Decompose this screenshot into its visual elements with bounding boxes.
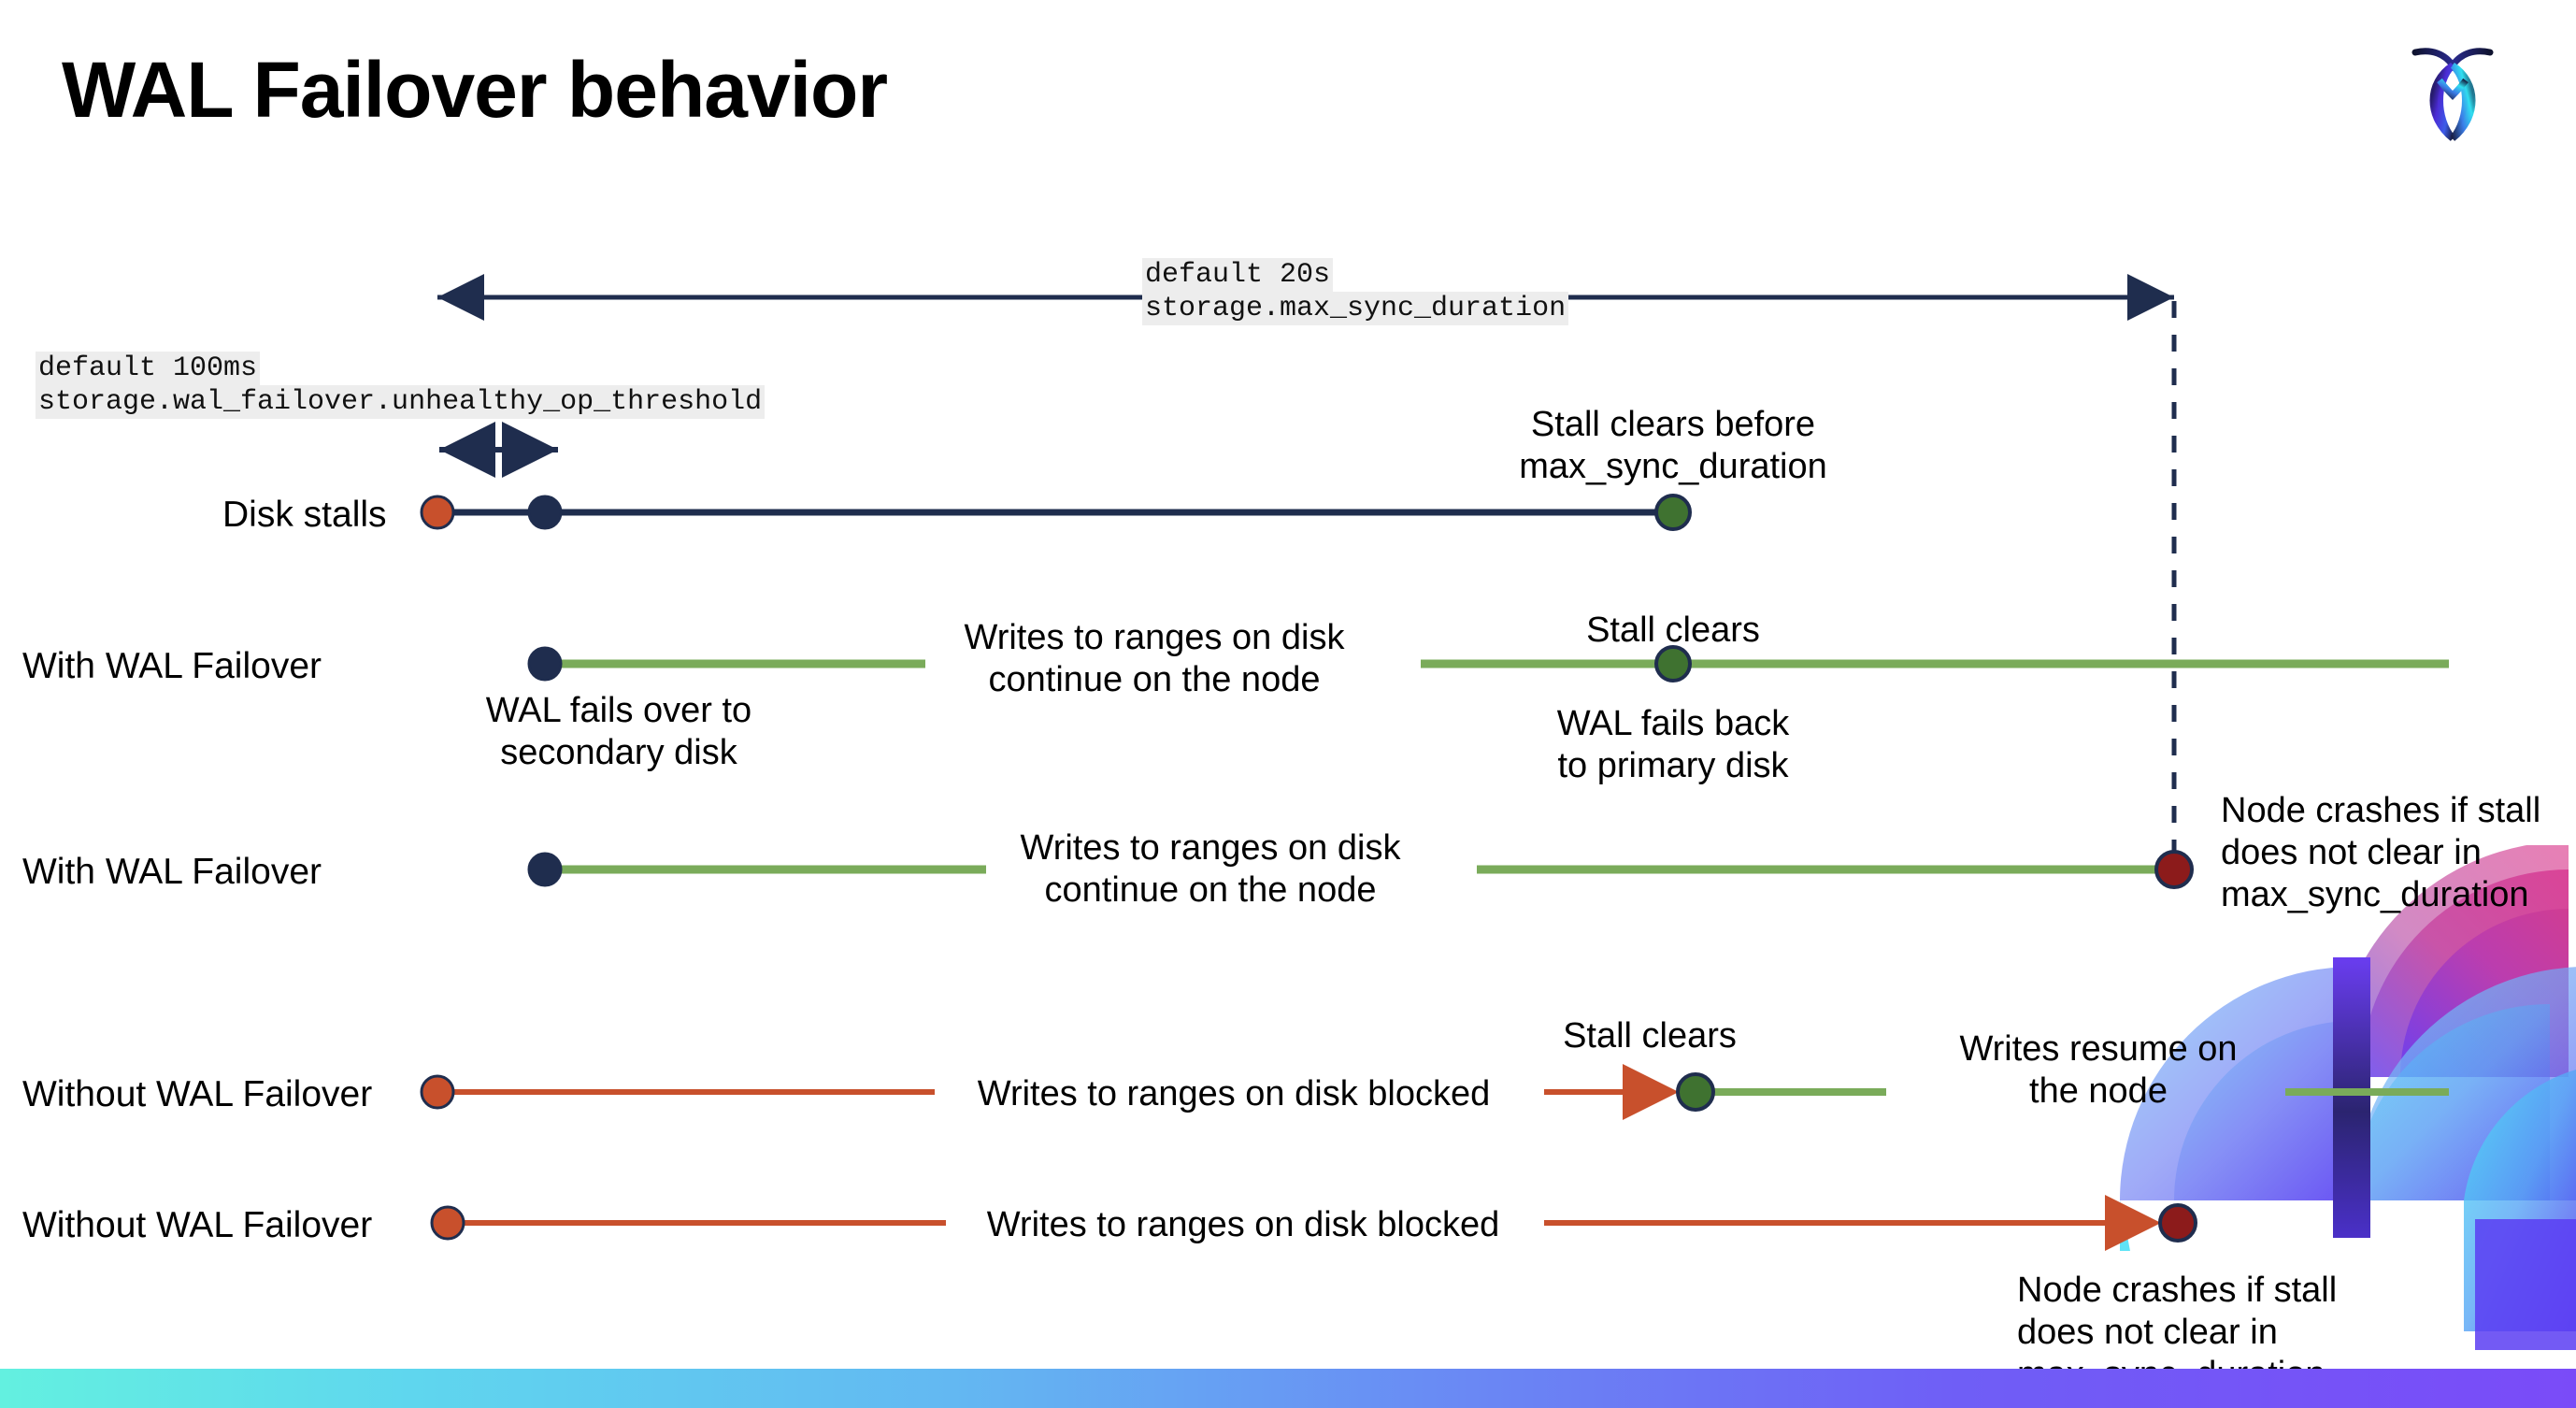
note-line-1: Writes to ranges on disk xyxy=(1020,828,1401,868)
crash-dot xyxy=(2158,1203,2197,1243)
note-stall-clears-before: Stall clears before max_sync_duration xyxy=(1477,404,1869,488)
row-label-disk-stalls: Disk stalls xyxy=(222,495,387,535)
note-wal-fails-back: WAL fails back to primary disk xyxy=(1477,703,1869,787)
unhealthy-op-threshold-annotation: default 100ms storage.wal_failover.unhea… xyxy=(36,352,766,419)
crash-dot xyxy=(2154,850,2194,889)
note-line-2: max_sync_duration xyxy=(1519,446,1827,486)
note-writes-resume: Writes resume on the node xyxy=(1916,1028,2281,1113)
row-without-wal-failover-1-track xyxy=(420,1064,2449,1120)
failover-dot xyxy=(527,852,563,887)
note-line-3: max_sync_duration xyxy=(2221,874,2529,914)
note-line-2: continue on the node xyxy=(1044,869,1377,910)
row-with-wal-failover-2-track xyxy=(527,850,2194,889)
note-line-1: Stall clears before xyxy=(1530,405,1816,444)
stall-start-dot xyxy=(430,1205,465,1241)
stall-start-dot xyxy=(420,1074,455,1110)
stall-clear-dot xyxy=(1654,645,1692,682)
note-line-1: WAL fails over to xyxy=(485,691,752,730)
note-line-2: does not clear in xyxy=(2017,1312,2278,1352)
row-disk-stalls-track xyxy=(420,494,1692,531)
max-sync-duration-annotation: default 20s storage.max_sync_duration xyxy=(1142,258,1569,325)
note-wal-fails-over: WAL fails over to secondary disk xyxy=(422,690,815,774)
row-label-without-wal-failover-1: Without WAL Failover xyxy=(22,1074,373,1114)
note-stall-clears-1: Stall clears xyxy=(1586,611,1760,650)
note-line-2: the node xyxy=(2029,1070,2168,1111)
unhealthy-op-setting-name: storage.wal_failover.unhealthy_op_thresh… xyxy=(36,385,766,419)
failover-dot xyxy=(527,646,563,682)
bottom-gradient-bar xyxy=(0,1369,2576,1408)
note-line-1: Node crashes if stall xyxy=(2221,791,2541,830)
cockroachdb-logo xyxy=(2387,28,2518,150)
note-line-1: Writes to ranges on disk xyxy=(964,618,1345,657)
stall-start-dot xyxy=(420,495,455,530)
row-without-wal-failover-2-track xyxy=(430,1195,2197,1251)
unhealthy-op-default-value: default 100ms xyxy=(36,352,261,385)
note-line-2: secondary disk xyxy=(500,732,737,772)
note-line-2: does not clear in xyxy=(2221,832,2482,872)
max-sync-default-value: default 20s xyxy=(1142,258,1334,292)
page-title: WAL Failover behavior xyxy=(62,46,888,134)
row-label-with-wal-failover-1: With WAL Failover xyxy=(22,646,322,686)
note-line-1: Writes resume on xyxy=(1959,1029,2238,1069)
row-with-wal-failover-1-track xyxy=(527,645,2449,682)
failover-trigger-dot xyxy=(527,495,563,530)
note-stall-clears-2: Stall clears xyxy=(1563,1016,1737,1056)
note-line-1: WAL fails back xyxy=(1556,704,1790,743)
stall-clear-dot xyxy=(1676,1072,1715,1112)
note-writes-blocked-1: Writes to ranges on disk blocked xyxy=(977,1074,1491,1113)
stall-clear-dot xyxy=(1654,494,1692,531)
note-writes-continue-1: Writes to ranges on disk continue on the… xyxy=(935,617,1374,701)
note-writes-blocked-2: Writes to ranges on disk blocked xyxy=(986,1205,1500,1244)
note-line-1: Node crashes if stall xyxy=(2017,1271,2338,1310)
note-node-crashes-1: Node crashes if stall does not clear in … xyxy=(2221,790,2567,915)
row-label-with-wal-failover-2: With WAL Failover xyxy=(22,852,322,892)
note-line-2: continue on the node xyxy=(988,659,1321,699)
row-label-without-wal-failover-2: Without WAL Failover xyxy=(22,1205,373,1245)
note-line-2: to primary disk xyxy=(1557,745,1789,785)
note-writes-continue-2: Writes to ranges on disk continue on the… xyxy=(991,827,1430,912)
max-sync-setting-name: storage.max_sync_duration xyxy=(1142,292,1569,325)
